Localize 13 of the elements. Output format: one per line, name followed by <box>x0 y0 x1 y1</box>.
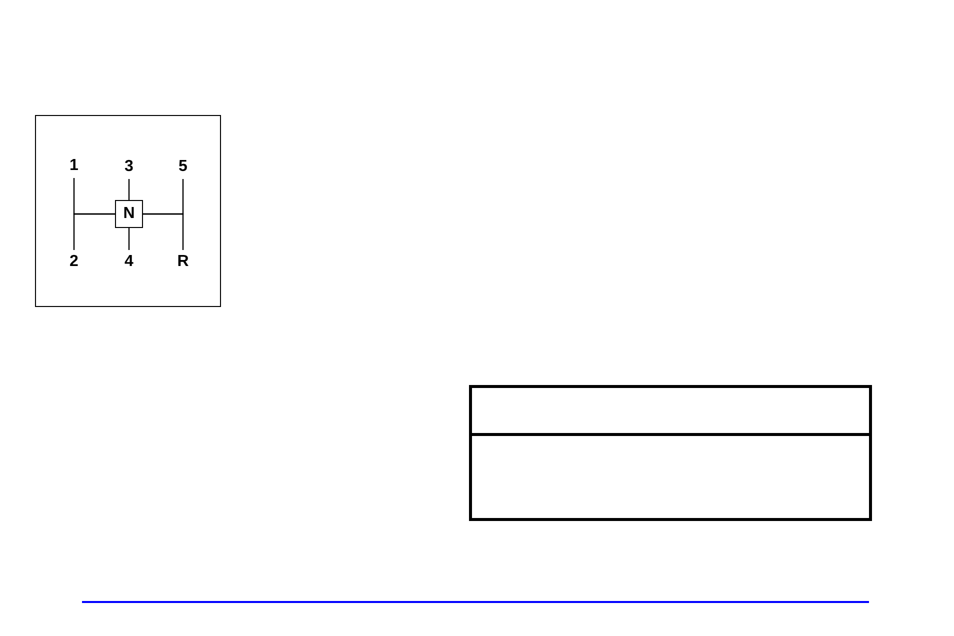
shift-line <box>128 179 130 200</box>
gear-number: 4 <box>122 253 136 271</box>
gear-number: 5 <box>176 158 190 176</box>
gear-number: 3 <box>122 158 136 176</box>
gear-number: 2 <box>67 253 81 271</box>
shift-line <box>143 213 184 250</box>
gear-number: R <box>176 253 190 271</box>
neutral-box: N <box>115 200 143 228</box>
gear-number: 1 <box>67 157 81 175</box>
notice-box <box>469 385 872 521</box>
shift-line <box>73 213 115 250</box>
diagram-frame <box>35 115 221 307</box>
shift-line <box>128 228 130 250</box>
